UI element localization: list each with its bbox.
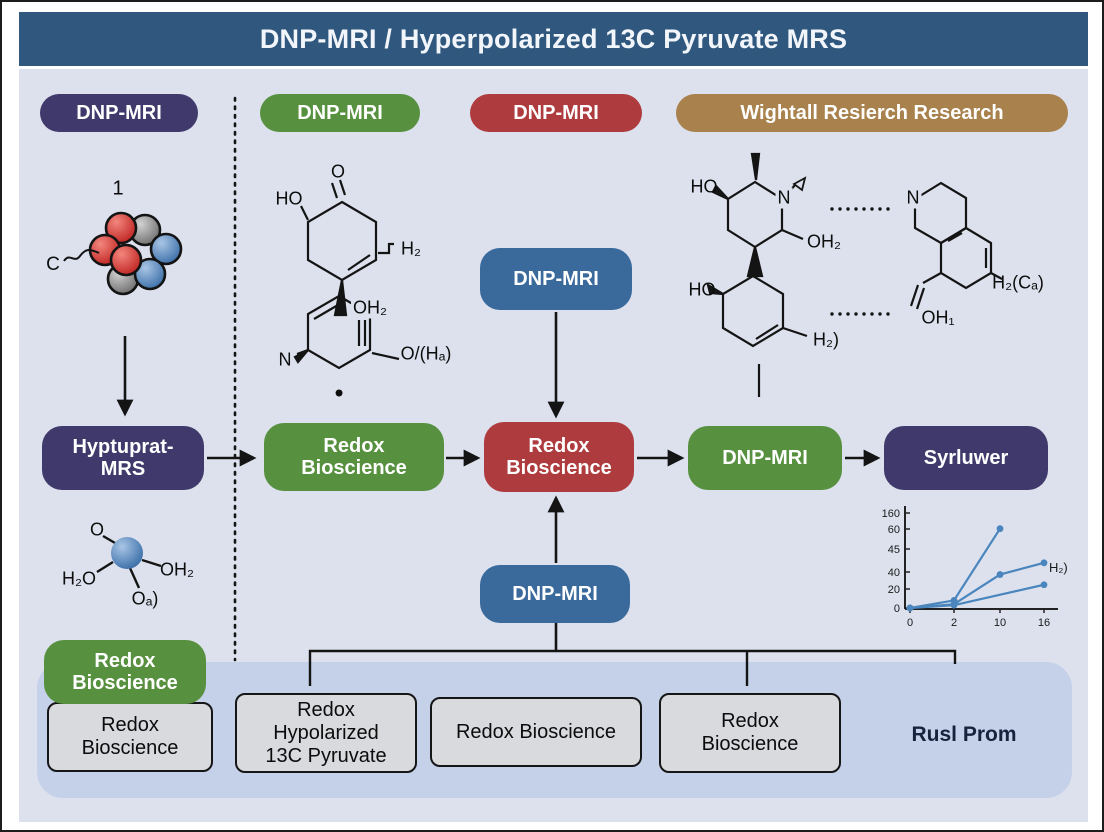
structure-a-label-oha: O/(Hₐ) — [400, 343, 452, 364]
badge-redox-bioscience-left: Redox Bioscience — [44, 640, 206, 704]
structure-a-label-ho: HO — [275, 188, 303, 209]
bottom-box-redox-bioscience-2: Redox Bioscience — [659, 693, 841, 773]
bottom-note-rusl-prom: Rusl Prom — [911, 723, 1017, 746]
structure-b-label-ho-top: HO — [690, 176, 718, 197]
box-redox-bioscience-red: Redox Bioscience — [484, 422, 634, 492]
molecule-label-h2o: H₂O — [62, 568, 96, 589]
structure-a-label-oh2: OH₂ — [351, 297, 389, 319]
structure-b-label-oh2: OH₂ — [807, 231, 841, 252]
box-syrluwer: Syrluwer — [884, 426, 1048, 490]
structure-a-radical-dot: • — [334, 377, 344, 408]
structure-c-label-h2ca: H₂(Cₐ) — [992, 272, 1044, 293]
structure-b-label-ho-bottom: HO — [688, 279, 716, 300]
diagram-title: DNP-MRI / Hyperpolarized 13C Pyruvate MR… — [259, 23, 848, 54]
box-dnp-mri-green: DNP-MRI — [688, 426, 842, 490]
structure-c-label-n: N — [904, 187, 922, 209]
bottom-box-redox-hypolarized: Redox Hypolarized 13C Pyruvate — [235, 693, 417, 773]
badge-dnp-mri-purple: DNP-MRI — [40, 94, 198, 132]
structure-a-label-o: O — [330, 161, 346, 182]
box-redox-bioscience-green: Redox Bioscience — [264, 423, 444, 491]
structure-a-label-n: N — [278, 349, 292, 370]
gray-box-redox-left: Redox Bioscience — [47, 702, 213, 772]
box-hyptuprat-mrs: Hyptuprat- MRS — [42, 426, 204, 490]
bottom-box-redox-bioscience-1: Redox Bioscience — [430, 697, 642, 767]
nucleus-element-label: C — [46, 254, 60, 275]
structure-a-label-h2: H₂ — [401, 238, 421, 259]
badge-dnp-mri-red: DNP-MRI — [470, 94, 642, 132]
nucleus-number-label: 1 — [112, 177, 124, 200]
title-bar: DNP-MRI / Hyperpolarized 13C Pyruvate MR… — [19, 12, 1088, 66]
molecule-label-oh2: OH₂ — [160, 559, 194, 580]
badge-wightall-research: Wightall Resierch Research — [676, 94, 1068, 132]
structure-c-label-oh1: OH₁ — [921, 307, 955, 328]
molecule-label-oa: Oₐ) — [131, 588, 159, 609]
badge-dnp-mri-blue-bottom: DNP-MRI — [480, 565, 630, 623]
structure-b-label-n: N — [775, 187, 793, 209]
badge-dnp-mri-green: DNP-MRI — [260, 94, 420, 132]
molecule-label-o: O — [89, 519, 105, 540]
structure-b-label-h2: H₂) — [813, 329, 839, 350]
badge-dnp-mri-blue-top: DNP-MRI — [480, 248, 632, 310]
